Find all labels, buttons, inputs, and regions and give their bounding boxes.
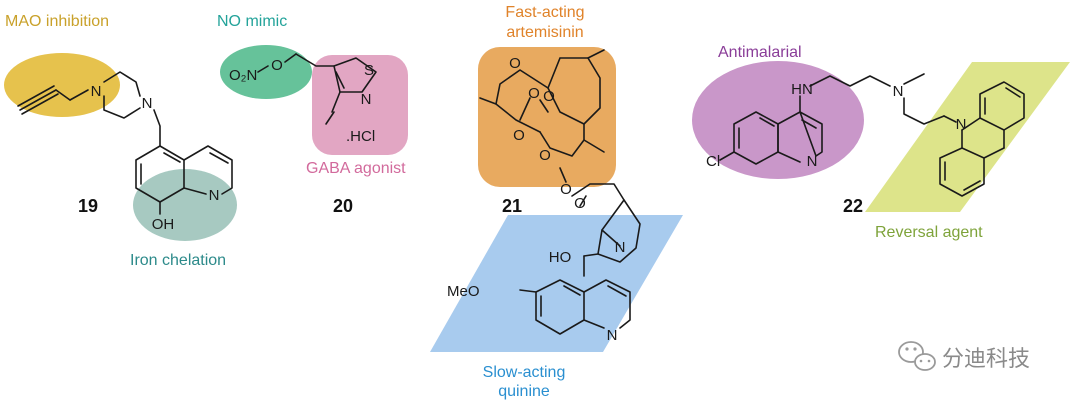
reversal-label: Reversal agent: [875, 224, 983, 241]
c21-atom-o3: O: [543, 88, 555, 105]
compound-20-structure: [257, 53, 377, 125]
quinine-label-1: Slow-acting: [483, 364, 566, 381]
antimalarial-label: Antimalarial: [718, 44, 802, 61]
artemisinin-label-2: artemisinin: [506, 24, 583, 41]
c22-atom-nq: N: [807, 153, 818, 170]
iron-label: Iron chelation: [130, 252, 226, 269]
c21-atom-n2: N: [607, 327, 618, 344]
c20-atom-n: N: [361, 91, 372, 108]
c22-atom-n2: N: [956, 116, 967, 133]
artemisinin-highlight: [478, 47, 616, 187]
c21-atom-o5: O: [539, 147, 551, 164]
reversal-highlight: [865, 62, 1070, 212]
wechat-icon: [898, 341, 936, 371]
c21-atom-o1: O: [509, 55, 521, 72]
compound-21-structure: [479, 49, 641, 335]
compound-19-structure: [17, 71, 233, 215]
iron-highlight: [133, 169, 237, 241]
c20-atom-s: S: [364, 62, 374, 79]
quinine-highlight: [430, 215, 683, 352]
c21-atom-o7: O: [574, 195, 586, 212]
compound-number-20: 20: [333, 196, 353, 216]
quinine-label-2: quinine: [498, 383, 550, 400]
gaba-highlight: [312, 55, 408, 155]
c21-atom-n1: N: [615, 239, 626, 256]
artemisinin-label-1: Fast-acting: [505, 4, 584, 21]
c19-atom-nq: N: [209, 187, 220, 204]
compound-number-19: 19: [78, 196, 98, 216]
mao-highlight: [4, 53, 120, 117]
mao-label: MAO inhibition: [5, 13, 109, 30]
gaba-label: GABA agonist: [306, 160, 406, 177]
c22-atom-hn: HN: [791, 81, 813, 98]
compound-22-structure: [719, 73, 1025, 197]
c22-atom-cl: Cl: [706, 153, 720, 170]
c20-atom-o2n: O₂N: [229, 67, 257, 84]
c20-atom-o: O: [271, 57, 283, 74]
c20-atom-hcl: .HCl: [346, 128, 375, 145]
no-mimic-label: NO mimic: [217, 13, 287, 30]
compound-number-22: 22: [843, 196, 863, 216]
c22-atom-n1: N: [893, 83, 904, 100]
c21-atom-ho: HO: [549, 249, 572, 266]
c19-atom-oh: OH: [152, 216, 175, 233]
c19-atom-n1: N: [91, 83, 102, 100]
compound-number-21: 21: [502, 196, 522, 216]
c21-atom-meo: MeO: [447, 283, 480, 300]
watermark-text: 分迪科技: [942, 346, 1030, 371]
c21-atom-o6: O: [560, 181, 572, 198]
c21-atom-o2: O: [528, 85, 540, 102]
c21-atom-o4: O: [513, 127, 525, 144]
c19-atom-n2: N: [142, 95, 153, 112]
antimalarial-highlight: [692, 61, 864, 179]
